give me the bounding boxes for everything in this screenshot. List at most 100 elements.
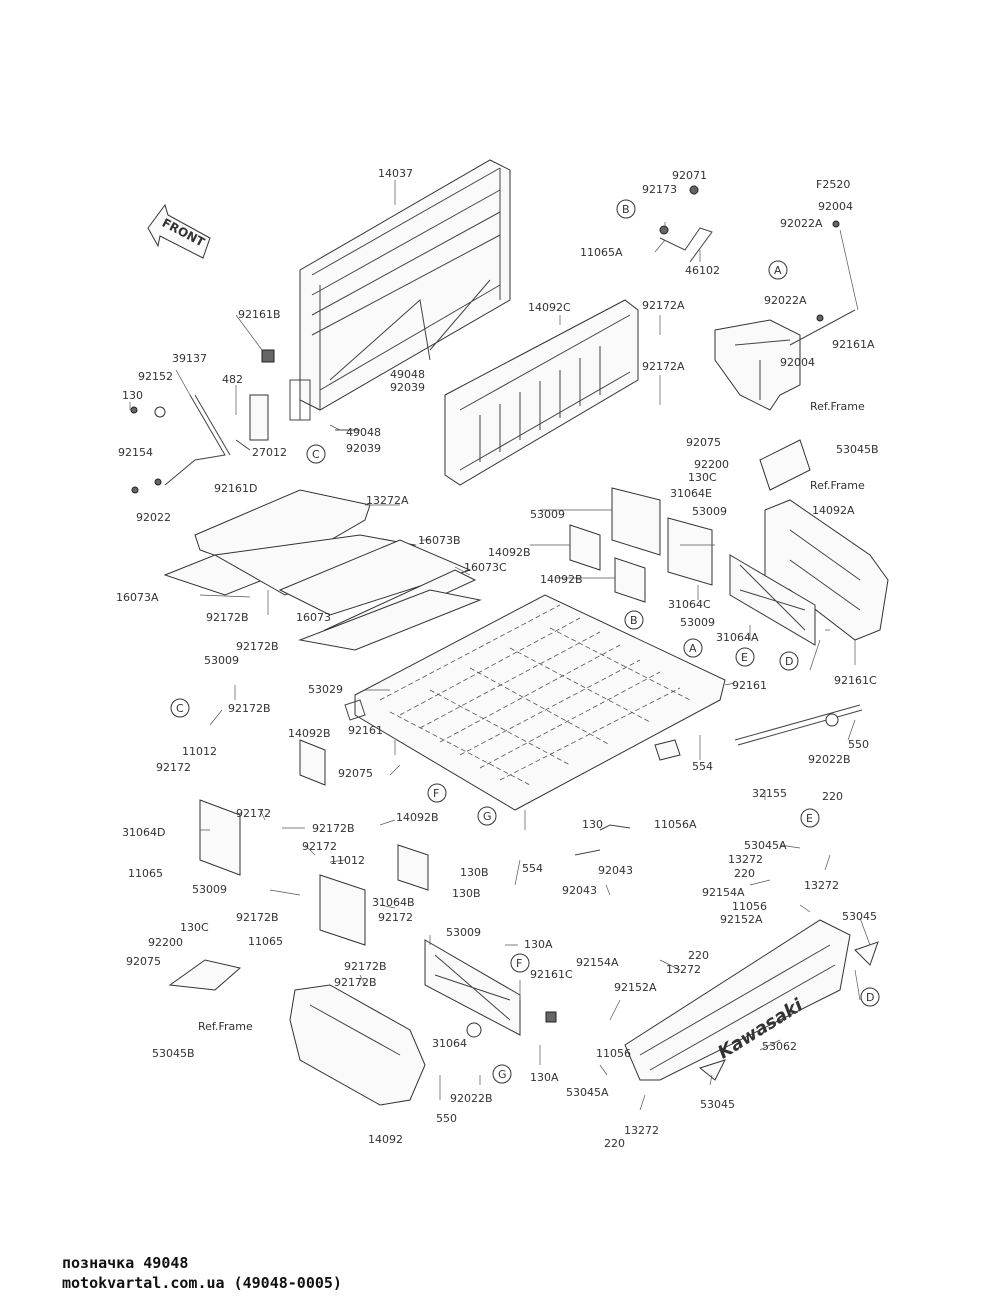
label-92172a: 92172 (156, 761, 191, 774)
label-92022Aa: 92022A (780, 217, 823, 230)
label-92172Ba: 92172B (206, 611, 249, 624)
label-53045Ba: 53045B (836, 443, 879, 456)
label-13272A: 13272A (366, 494, 409, 507)
latches (168, 439, 879, 1081)
label-130Ca: 130C (688, 471, 717, 484)
label-130Ab: 130A (530, 1071, 559, 1084)
label-550a: 550 (848, 738, 869, 751)
support-39137 (130, 394, 269, 494)
label-16073A: 16073A (116, 591, 159, 604)
label-554a: 554 (692, 760, 713, 773)
label-53029: 53029 (308, 683, 343, 696)
label-130Aa: 130A (524, 938, 553, 951)
label-D2: D (866, 991, 874, 1004)
label-92004a: 92004 (818, 200, 853, 213)
label-92172d: 92172 (378, 911, 413, 924)
label-31064A: 31064A (716, 631, 759, 644)
label-550b: 550 (436, 1112, 457, 1125)
label-92071: 92071 (672, 169, 707, 182)
ref-A2-circle (683, 638, 703, 658)
bed-floor (344, 594, 726, 811)
label-49048b: 49048 (346, 426, 381, 439)
ref-G1-circle (477, 806, 497, 826)
label-92152: 92152 (138, 370, 173, 383)
label-92154: 92154 (118, 446, 153, 459)
label-220d: 220 (604, 1137, 625, 1150)
label-130a: 130 (122, 389, 143, 402)
part-labels: 14037 92071 92173 B 11065A 46102 F2520 9… (116, 167, 880, 1150)
label-92172Bg: 92172B (334, 976, 377, 989)
label-A1: A (774, 264, 782, 277)
label-11012b: 11012 (330, 854, 365, 867)
ref-A1-circle (768, 260, 788, 280)
label-11056a: 11056 (732, 900, 767, 913)
label-E1: E (741, 651, 748, 664)
label-14092Bc: 14092B (288, 727, 331, 740)
label-92172Bb: 92172B (236, 640, 279, 653)
label-92161Cb: 92161C (530, 968, 573, 981)
label-92161a: 92161 (732, 679, 767, 692)
label-92200a: 92200 (694, 458, 729, 471)
label-ref-frame-1: Ref.Frame (810, 400, 865, 413)
label-13272b: 13272 (804, 879, 839, 892)
ref-C2-circle (170, 698, 190, 718)
label-11012a: 11012 (182, 745, 217, 758)
footer-url: motokvartal.com.ua (49048-0005) (62, 1274, 342, 1292)
label-31064: 31064 (432, 1037, 467, 1050)
panel-14092C (444, 299, 639, 486)
label-92039a: 92039 (390, 381, 425, 394)
label-92172Aa: 92172A (642, 299, 685, 312)
label-F2520: F2520 (816, 178, 850, 191)
label-13272a: 13272 (728, 853, 763, 866)
label-31064C: 31064C (668, 598, 711, 611)
label-D1: D (785, 655, 793, 668)
label-220b: 220 (734, 867, 755, 880)
label-92039b: 92039 (346, 442, 381, 455)
label-32155: 32155 (752, 787, 787, 800)
label-92004b: 92004 (780, 356, 815, 369)
leader-lines (129, 180, 871, 1111)
footer-title: позначка 49048 (62, 1254, 189, 1272)
label-F1: F (433, 787, 439, 800)
label-14092Bd: 14092B (396, 811, 439, 824)
label-92173: 92173 (642, 183, 677, 196)
label-92172c: 92172 (302, 840, 337, 853)
label-92172Bf: 92172B (344, 960, 387, 973)
label-B2: B (630, 614, 638, 627)
ref-E1-circle (735, 647, 755, 667)
label-11065A: 11065A (580, 246, 623, 259)
label-E2: E (806, 812, 813, 825)
label-31064B: 31064B (372, 896, 415, 909)
label-92022Ab: 92022A (764, 294, 807, 307)
frame-bracket-right (714, 220, 859, 411)
label-92161A: 92161A (832, 338, 875, 351)
ref-B2-circle (624, 610, 644, 630)
label-92075b: 92075 (338, 767, 373, 780)
label-11056A: 11056A (654, 818, 697, 831)
label-49048a: 49048 (390, 368, 425, 381)
ref-F2-circle (510, 953, 530, 973)
label-92161D: 92161D (214, 482, 257, 495)
side-parts-lower-left (199, 739, 557, 1036)
label-92152Ab: 92152A (614, 981, 657, 994)
side-panel-14092A (764, 499, 889, 641)
label-16073B: 16073B (418, 534, 461, 547)
label-92172Bd: 92172B (312, 822, 355, 835)
label-31064D: 31064D (122, 826, 165, 839)
label-16073: 16073 (296, 611, 331, 624)
label-C1: C (312, 448, 320, 461)
bracket-46102 (659, 185, 713, 263)
ref-D1-circle (779, 651, 799, 671)
side-brackets-left (569, 487, 816, 646)
label-53009d: 53009 (204, 654, 239, 667)
label-14092: 14092 (368, 1133, 403, 1146)
label-11065b: 11065 (248, 935, 283, 948)
label-92043a: 92043 (598, 864, 633, 877)
label-92043b: 92043 (562, 884, 597, 897)
label-11056b: 11056 (596, 1047, 631, 1060)
label-554b: 554 (522, 862, 543, 875)
ref-G2-circle (492, 1064, 512, 1084)
label-G1: G (483, 810, 492, 823)
label-53009e: 53009 (192, 883, 227, 896)
rod-32155 (734, 704, 863, 746)
